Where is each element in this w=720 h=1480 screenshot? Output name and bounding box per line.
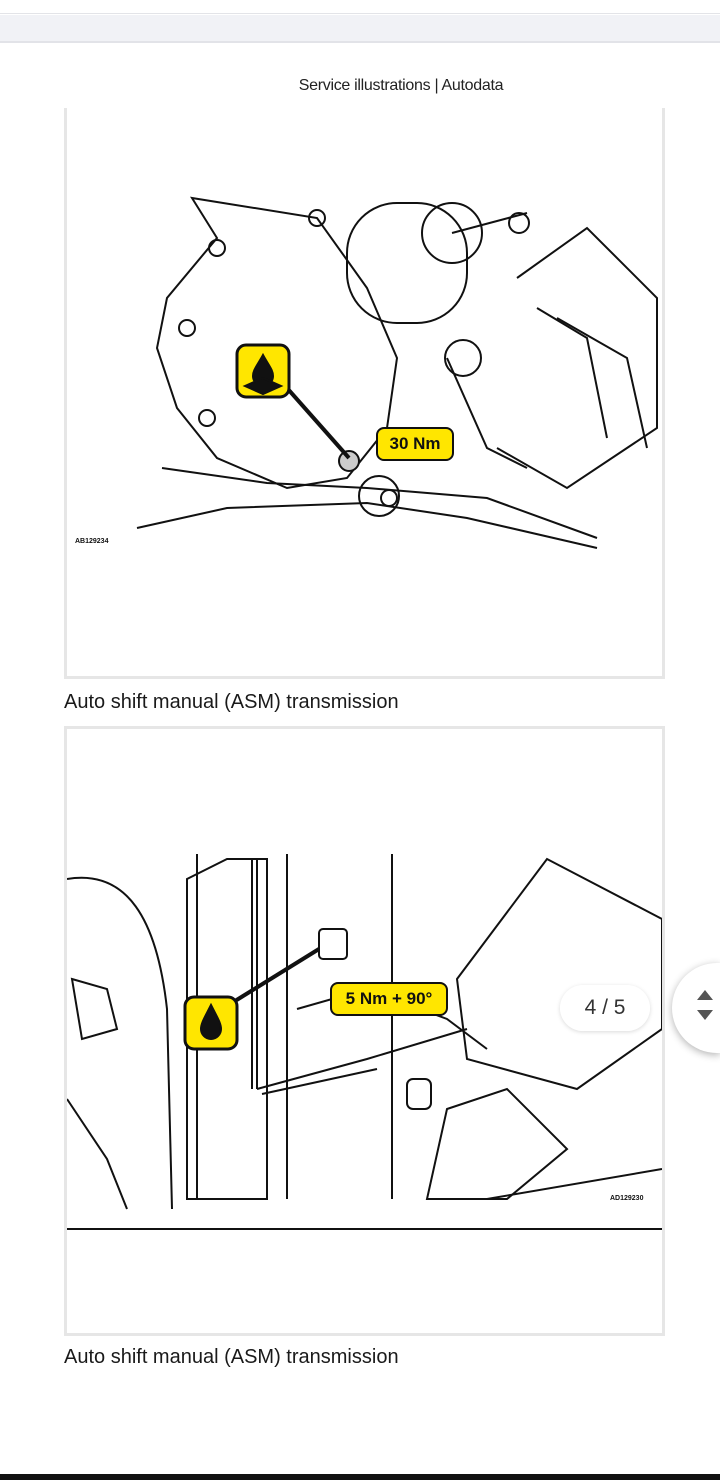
fast-scroll-button[interactable] bbox=[672, 963, 720, 1053]
figure-code: AD129230 bbox=[610, 1195, 644, 1202]
status-bar bbox=[0, 0, 720, 14]
arrow-up-icon bbox=[697, 990, 713, 1000]
figure-caption: Auto shift manual (ASM) transmission bbox=[64, 691, 399, 713]
torque-label: 30 Nm bbox=[389, 434, 441, 453]
page-indicator: 4 / 5 bbox=[560, 985, 650, 1031]
transmission-drawing-1 bbox=[136, 196, 658, 549]
figure-code: AB129234 bbox=[75, 538, 109, 545]
illustration-2[interactable]: 5 Nm + 90° AD129230 bbox=[64, 726, 665, 1336]
page-title: Service illustrations | Autodata bbox=[298, 77, 504, 94]
transmission-drawing-2 bbox=[67, 854, 662, 1230]
figure-caption: Auto shift manual (ASM) transmission bbox=[64, 1346, 399, 1368]
torque-label: 5 Nm + 90° bbox=[345, 989, 433, 1008]
illustration-1[interactable]: 30 Nm AB129234 bbox=[64, 108, 665, 679]
arrow-down-icon bbox=[697, 1010, 713, 1020]
navigation-bar bbox=[0, 1474, 720, 1480]
browser-toolbar bbox=[0, 15, 720, 43]
